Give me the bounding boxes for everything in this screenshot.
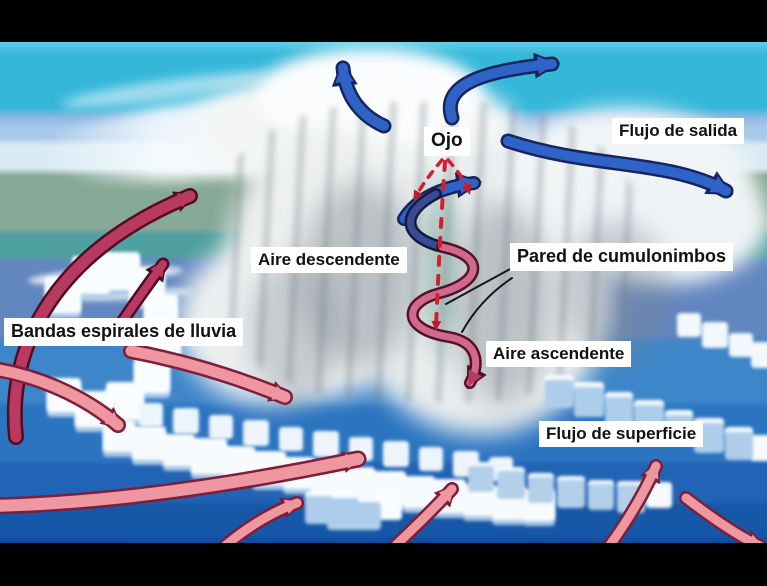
arrow-layer [0, 52, 767, 543]
letterbox-bottom [0, 543, 767, 586]
outflow-arrow-up-left [331, 59, 392, 134]
surface-flow-arrow [123, 343, 293, 405]
spiral-band-arrow-small [115, 257, 170, 329]
spiral-band-arrow-large [6, 188, 198, 445]
outflow-arrow-top-right [442, 52, 561, 126]
diagram-scene: Ojo Flujo de salida Aire descendente Par… [0, 42, 767, 543]
surface-flow-arrow [0, 361, 126, 433]
letterbox-top [0, 0, 767, 42]
label-pointer-lines [445, 267, 513, 333]
label-cumulonimbus-wall: Pared de cumulonimbos [510, 243, 734, 271]
label-spiral-rain-bands: Bandas espirales de lluvia [4, 318, 244, 346]
label-eye: Ojo [424, 127, 470, 156]
surface-flow-arrow [389, 482, 459, 543]
label-outflow: Flujo de salida [612, 118, 745, 145]
label-descending-air: Aire descendente [251, 247, 407, 274]
label-surface-flow: Flujo de superficie [539, 421, 704, 448]
surface-flow-arrow [679, 491, 767, 543]
eye-descending-dashes [413, 158, 472, 331]
surface-flow-arrow [603, 459, 663, 543]
surface-flow-arrow-long [0, 450, 367, 515]
surface-flow-arrow [219, 496, 304, 543]
label-ascending-air: Aire ascendente [486, 341, 632, 368]
outflow-arrow-long [500, 133, 734, 199]
eyewall-spiral-ribbon [404, 188, 487, 390]
cloud-shadow [248, 260, 340, 402]
